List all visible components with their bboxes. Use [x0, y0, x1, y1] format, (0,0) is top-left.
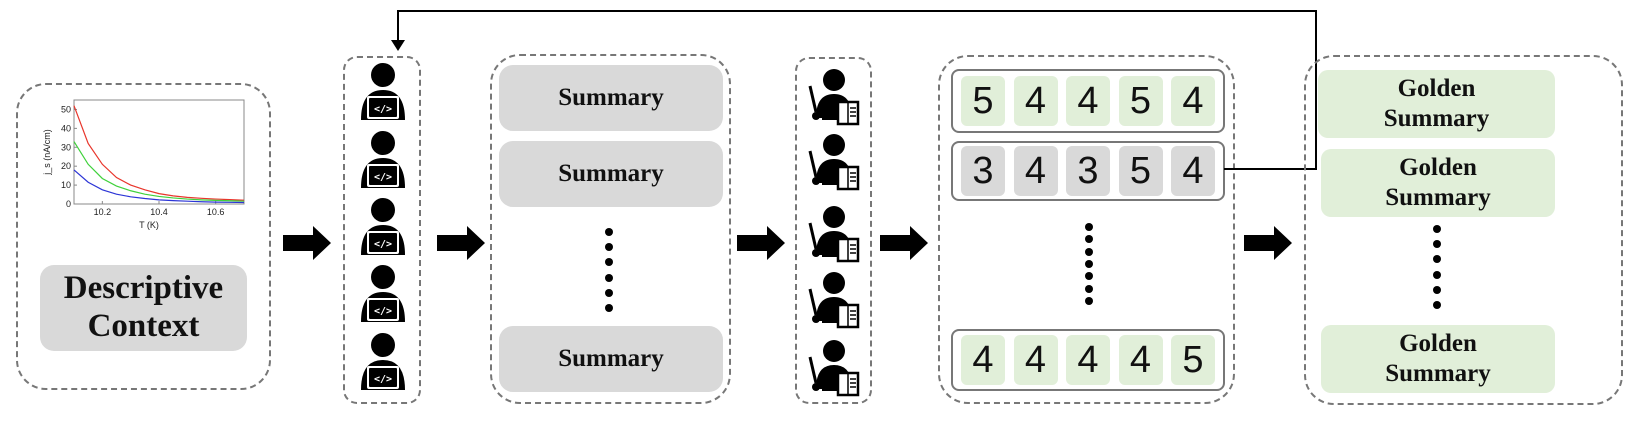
score-cell: 4: [1066, 76, 1110, 126]
developer-laptop-icon: </>: [356, 332, 410, 397]
series-line-1: [73, 141, 245, 202]
golden-summary-label: Golden Summary: [1385, 154, 1491, 211]
score-row: 4 4 4 4 5: [951, 329, 1225, 391]
y-tick-label: 0: [66, 199, 71, 209]
ellipsis-vertical: [1084, 223, 1094, 305]
svg-text:</>: </>: [374, 172, 392, 183]
score-row-rejected: 3 4 3 5 4: [951, 141, 1225, 201]
y-tick-label: 20: [61, 161, 71, 171]
descriptive-context-label: Descriptive Context: [63, 270, 224, 344]
summary-box: Summary: [499, 65, 723, 131]
series-line-2: [73, 169, 245, 204]
right-arrow-icon: [880, 226, 928, 260]
golden-summary-box: Golden Summary: [1321, 325, 1555, 393]
summary-label: Summary: [558, 160, 664, 187]
score-cell: 4: [1118, 335, 1163, 385]
score-cell: 4: [1013, 76, 1058, 126]
teacher-pointer-icon: [802, 269, 862, 336]
x-tick-label: 10.6: [207, 207, 225, 217]
score-cell: 4: [1171, 146, 1215, 196]
teacher-pointer-icon: [802, 203, 862, 270]
evaluator-panel: [795, 57, 872, 404]
summary-label: Summary: [558, 84, 664, 111]
score-cell: 4: [1013, 146, 1058, 196]
x-axis-label: T (K): [139, 220, 159, 230]
golden-panel: Golden Summary Golden Summary Golden Sum…: [1304, 55, 1623, 405]
y-tick-label: 30: [61, 142, 71, 152]
score-cell: 4: [1013, 335, 1058, 385]
score-cell: 5: [1118, 146, 1163, 196]
developer-laptop-icon: </>: [356, 197, 410, 262]
y-axis-label: j_s (nA/cm): [42, 129, 52, 176]
decay-curve-chart: 0 10 20 30 40 50 10.2 10.4 10.6 T (K) j_s (nA/cm): [42, 99, 245, 230]
right-arrow-icon: [437, 226, 485, 260]
x-tick-label: 10.4: [150, 207, 168, 217]
right-arrow-icon: [737, 226, 785, 260]
y-tick-label: 10: [61, 180, 71, 190]
y-tick-label: 50: [61, 104, 71, 114]
summary-box: Summary: [499, 141, 723, 207]
score-row: 5 4 4 5 4: [951, 69, 1225, 133]
score-cell: 3: [961, 146, 1005, 196]
teacher-pointer-icon: [802, 337, 862, 404]
developer-laptop-icon: </>: [356, 62, 410, 127]
svg-text:</>: </>: [374, 306, 392, 317]
teacher-pointer-icon: [802, 131, 862, 198]
ellipsis-vertical: [604, 228, 614, 312]
score-cell: 5: [1171, 335, 1215, 385]
right-arrow-icon: [1244, 226, 1292, 260]
developer-laptop-icon: </>: [356, 264, 410, 329]
svg-text:</>: </>: [374, 239, 392, 250]
teacher-pointer-icon: [802, 66, 862, 133]
svg-text:</>: </>: [374, 374, 392, 385]
summary-label: Summary: [558, 345, 664, 372]
score-cell: 3: [1066, 146, 1110, 196]
score-cell: 4: [961, 335, 1005, 385]
developer-laptop-icon: </>: [356, 130, 410, 195]
golden-summary-label: Golden Summary: [1383, 75, 1490, 132]
ellipsis-vertical: [1432, 225, 1442, 309]
series-line-0: [73, 105, 245, 201]
golden-summary-label: Golden Summary: [1385, 330, 1491, 387]
summary-box: Summary: [499, 326, 723, 392]
score-cell: 5: [1118, 76, 1163, 126]
score-cell: 4: [1171, 76, 1215, 126]
summary-panel: Summary Summary Summary: [490, 54, 731, 404]
scores-panel: 5 4 4 5 4 3 4 3 5 4 4 4 4 4 5: [938, 55, 1235, 404]
generator-panel: </> </> </> </> </>: [343, 56, 421, 404]
descriptive-context-box: Descriptive Context: [40, 265, 247, 351]
right-arrow-icon: [283, 226, 331, 260]
golden-summary-box: Golden Summary: [1318, 70, 1555, 138]
x-tick-label: 10.2: [94, 207, 112, 217]
score-cell: 5: [961, 76, 1005, 126]
golden-summary-box: Golden Summary: [1321, 149, 1555, 217]
y-tick-label: 40: [61, 123, 71, 133]
svg-text:</>: </>: [374, 104, 392, 115]
score-cell: 4: [1066, 335, 1110, 385]
